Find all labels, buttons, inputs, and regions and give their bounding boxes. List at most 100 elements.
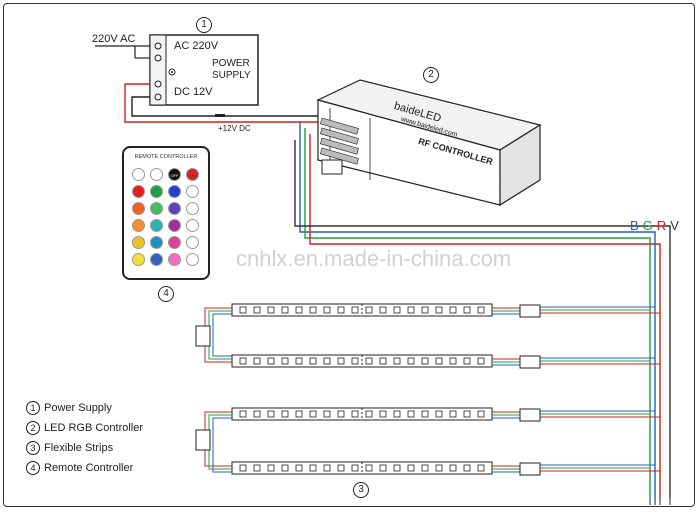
led-chip [463, 464, 471, 472]
led-chip [267, 410, 275, 418]
led-chip [463, 306, 471, 314]
dc-12v-label: DC 12V [174, 86, 213, 98]
led-chip [463, 410, 471, 418]
led-chip [337, 410, 345, 418]
remote-key [168, 253, 181, 266]
remote-key [186, 202, 199, 215]
legend-item: 1 Power Supply [26, 398, 143, 418]
remote-key [168, 202, 181, 215]
connector [519, 408, 541, 422]
remote-key [168, 236, 181, 249]
led-chip [239, 464, 247, 472]
led-chip [323, 410, 331, 418]
led-chip [365, 410, 373, 418]
led-chip [435, 410, 443, 418]
led-chip [477, 306, 485, 314]
led-chip [435, 306, 443, 314]
led-chip [323, 306, 331, 314]
remote-key [132, 202, 145, 215]
led-chip [407, 306, 415, 314]
remote-key [168, 185, 181, 198]
led-chip [393, 357, 401, 365]
led-chip [407, 410, 415, 418]
led-chip [393, 464, 401, 472]
led-chip [449, 464, 457, 472]
led-chip [267, 357, 275, 365]
ac-220v-label: AC 220V [174, 40, 219, 52]
led-chip [239, 410, 247, 418]
led-chip [477, 464, 485, 472]
led-chip [337, 464, 345, 472]
legend-text: Flexible Strips [44, 442, 114, 454]
legend-num: 4 [26, 461, 40, 475]
connector [519, 355, 541, 369]
remote-key [132, 185, 145, 198]
connector [519, 462, 541, 476]
led-chip [421, 306, 429, 314]
led-chip [477, 410, 485, 418]
led-chip [435, 357, 443, 365]
watermark: cnhlx.en.made-in-china.com [236, 246, 512, 271]
remote-key [132, 236, 145, 249]
legend-text: Remote Controller [44, 462, 134, 474]
remote-key [186, 219, 199, 232]
led-chip [309, 410, 317, 418]
led-chip [351, 357, 359, 365]
remote-key [186, 185, 199, 198]
power-title-1: POWER [212, 58, 250, 69]
led-chip [295, 464, 303, 472]
controller-side [499, 123, 541, 207]
led-chip [253, 357, 261, 365]
legend-num: 3 [26, 441, 40, 455]
remote-key [150, 219, 163, 232]
remote-title: REMOTE CONTROLLER [134, 154, 198, 160]
led-chip [351, 306, 359, 314]
remote-key [150, 236, 163, 249]
remote-key [132, 168, 145, 181]
connector [519, 304, 541, 318]
led-chip [449, 410, 457, 418]
led-chip [267, 464, 275, 472]
led-chip [239, 306, 247, 314]
led-chip [295, 357, 303, 365]
led-chip [421, 410, 429, 418]
remote-key [150, 168, 163, 181]
led-chip [393, 306, 401, 314]
led-chip [379, 306, 387, 314]
led-chip [253, 410, 261, 418]
led-chip [239, 357, 247, 365]
bgrv-v: V [670, 218, 681, 233]
led-chip [309, 464, 317, 472]
remote-key [132, 219, 145, 232]
led-chip [365, 306, 373, 314]
controller-number: 2 [423, 67, 439, 83]
diagram-frame [3, 3, 695, 507]
led-chip [323, 357, 331, 365]
led-chip [351, 464, 359, 472]
remote-key [168, 219, 181, 232]
led-chip [407, 464, 415, 472]
led-chip [421, 357, 429, 365]
led-chip [337, 306, 345, 314]
bgrv-g: G [642, 218, 655, 233]
led-chip [365, 357, 373, 365]
power-supply-terminals [149, 34, 167, 106]
legend-text: Power Supply [44, 402, 112, 414]
remote-number: 4 [158, 286, 174, 302]
strip-wiring [204, 306, 660, 473]
legend-num: 1 [26, 401, 40, 415]
connector [195, 325, 211, 347]
ac-input-label: 220V AC [92, 33, 136, 45]
legend-num: 2 [26, 421, 40, 435]
led-chip [393, 410, 401, 418]
led-chip [253, 464, 261, 472]
power-supply-number: 1 [196, 17, 212, 33]
led-chip [463, 357, 471, 365]
led-chip [365, 464, 373, 472]
legend-item: 3 Flexible Strips [26, 438, 143, 458]
led-chip [281, 410, 289, 418]
led-chip [267, 306, 275, 314]
